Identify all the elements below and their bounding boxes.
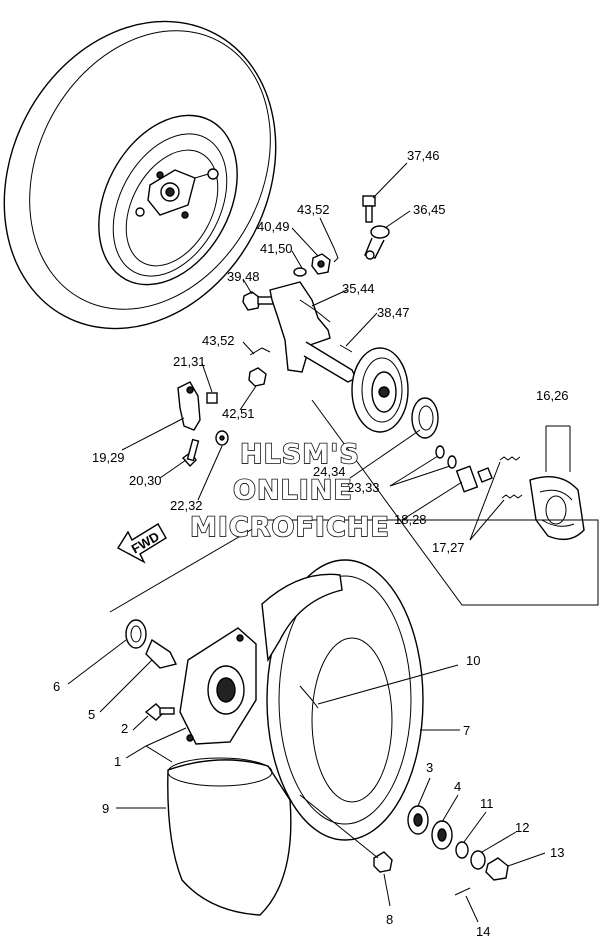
bolt-39-48 bbox=[242, 291, 277, 311]
callout-10: 10 bbox=[466, 653, 480, 668]
cotter-pin-43-52-top bbox=[333, 247, 339, 263]
bolt-37-46 bbox=[362, 195, 376, 223]
callout-8: 8 bbox=[386, 912, 393, 927]
nut-21-31 bbox=[206, 392, 218, 404]
oil-seal-6 bbox=[125, 619, 147, 649]
brake-backing-plate bbox=[351, 347, 409, 433]
callout-43-52-mid: 43,52 bbox=[202, 333, 235, 348]
brake-lever-19-29 bbox=[177, 381, 201, 431]
callout-22-32: 22,32 bbox=[170, 498, 203, 513]
callout-24-34: 24,34 bbox=[313, 464, 346, 479]
washer-22-32 bbox=[215, 430, 229, 446]
watermark-line-2: ONLINE bbox=[233, 475, 353, 506]
callout-20-30: 20,30 bbox=[129, 473, 162, 488]
callout-39-48: 39,48 bbox=[227, 269, 260, 284]
bearing-4 bbox=[431, 820, 453, 850]
callout-38-47: 38,47 bbox=[377, 305, 410, 320]
brake-shoes-16-26 bbox=[529, 476, 585, 541]
bolt-20-30 bbox=[181, 438, 200, 468]
nut-8 bbox=[373, 851, 393, 873]
callout-23-33: 23,33 bbox=[347, 480, 380, 495]
valve-10 bbox=[299, 685, 319, 709]
watermark-line-1: HLSM'S bbox=[240, 439, 360, 470]
cotter-pin-43-52-mid bbox=[249, 347, 271, 356]
fwd-arrow-icon: FWD bbox=[117, 523, 167, 564]
collar-5 bbox=[145, 638, 178, 669]
callout-6: 6 bbox=[53, 679, 60, 694]
callout-42-51: 42,51 bbox=[222, 406, 255, 421]
callout-labels: 37,46 36,45 43,52 40,49 41,50 39,48 35,4… bbox=[53, 148, 569, 939]
callout-17-27: 17,27 bbox=[432, 540, 465, 555]
hub-1 bbox=[179, 627, 257, 745]
o-rings-23-33 bbox=[435, 445, 457, 469]
callout-19-29: 19,29 bbox=[92, 450, 125, 465]
washer-11 bbox=[455, 841, 469, 859]
washer-12 bbox=[470, 850, 486, 870]
callout-12: 12 bbox=[515, 820, 529, 835]
callout-35-44: 35,44 bbox=[342, 281, 375, 296]
callout-40-49: 40,49 bbox=[257, 219, 290, 234]
tire-7 bbox=[261, 559, 424, 841]
callout-21-31: 21,31 bbox=[173, 354, 206, 369]
callout-4: 4 bbox=[454, 779, 461, 794]
brake-camshaft-18-28 bbox=[455, 465, 493, 493]
callout-1: 1 bbox=[114, 754, 121, 769]
callout-9: 9 bbox=[102, 801, 109, 816]
leader-lines bbox=[67, 162, 599, 923]
callout-3: 3 bbox=[426, 760, 433, 775]
rim-9 bbox=[167, 757, 292, 916]
bearing-3 bbox=[407, 805, 429, 835]
nut-42-51 bbox=[248, 367, 267, 387]
callout-14: 14 bbox=[476, 924, 490, 939]
callout-43-52-top: 43,52 bbox=[297, 202, 330, 217]
callout-11: 11 bbox=[480, 796, 494, 811]
tie-rod-end-36-45 bbox=[364, 225, 390, 260]
callout-41-50: 41,50 bbox=[260, 241, 293, 256]
callout-13: 13 bbox=[550, 845, 564, 860]
stud-bolt-2 bbox=[144, 703, 175, 721]
steering-knuckle-35-44 bbox=[269, 281, 357, 383]
callout-5: 5 bbox=[88, 707, 95, 722]
callout-37-46: 37,46 bbox=[407, 148, 440, 163]
cotter-pin-14 bbox=[454, 887, 471, 896]
oil-seal-24-34 bbox=[411, 397, 439, 439]
washer-41-50 bbox=[293, 267, 307, 277]
watermark-line-3: MICROFICHE bbox=[190, 512, 390, 543]
nut-40-49 bbox=[311, 253, 331, 275]
callout-2: 2 bbox=[121, 721, 128, 736]
nut-13 bbox=[485, 857, 509, 881]
top-wheel-tire bbox=[3, 20, 277, 330]
callout-16-26: 16,26 bbox=[536, 388, 569, 403]
springs-17-27 bbox=[499, 456, 523, 499]
callout-18-28: 18,28 bbox=[394, 512, 427, 527]
callout-36-45: 36,45 bbox=[413, 202, 446, 217]
callout-7: 7 bbox=[463, 723, 470, 738]
watermark: HLSM'S ONLINE MICROFICHE bbox=[189, 438, 390, 544]
cotter-pin-38-47 bbox=[339, 344, 353, 353]
